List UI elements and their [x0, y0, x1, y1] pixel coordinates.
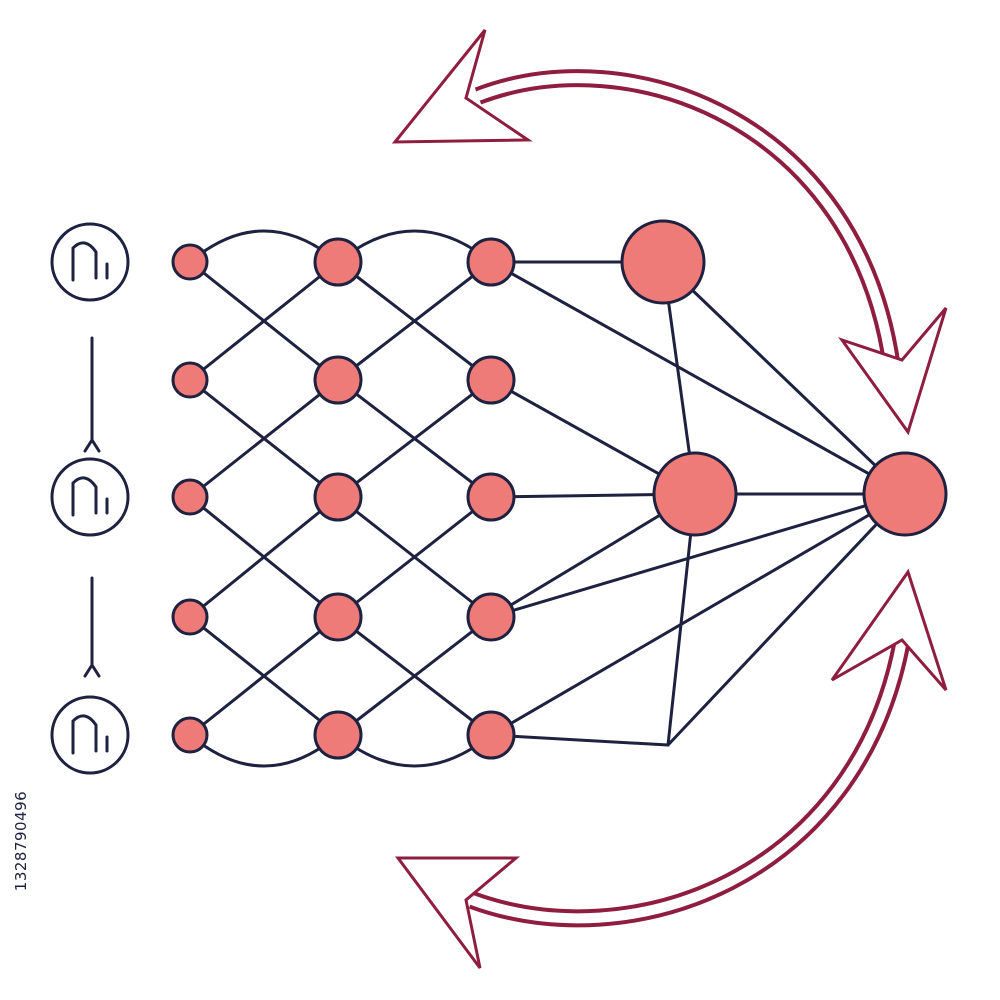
edge — [188, 495, 340, 619]
stock-id-label: 1328790496 — [12, 790, 30, 892]
double-outline-curved-arrow-icon — [830, 568, 948, 691]
double-outline-curved-arrow-icon — [395, 638, 911, 969]
layer2-node — [313, 237, 363, 287]
hidden-node — [620, 219, 706, 305]
network-nodes — [171, 219, 948, 760]
network-edges — [188, 229, 907, 768]
edge — [336, 378, 493, 499]
loop-head — [391, 29, 533, 144]
edge — [489, 492, 907, 619]
input-glyph-n — [71, 241, 98, 282]
layer1-node — [171, 243, 209, 281]
layer1-node — [171, 598, 209, 636]
edge — [188, 260, 340, 382]
layer2-node — [313, 472, 363, 522]
arrow-head — [83, 438, 101, 453]
edge — [489, 733, 670, 747]
loop-outline — [468, 638, 911, 928]
layer2-node — [313, 592, 363, 642]
edge — [661, 260, 907, 496]
loop-head — [395, 856, 521, 969]
loop-head — [838, 307, 948, 436]
up-arrow-icon — [83, 576, 101, 678]
arrow-head — [83, 663, 101, 678]
layer3-node — [466, 592, 516, 642]
edge — [489, 492, 907, 737]
input-circle — [50, 222, 130, 302]
input-glyph-n — [71, 714, 98, 755]
layer1-node — [171, 716, 209, 754]
layer3-node — [466, 355, 516, 405]
double-outline-curved-arrow-icon — [838, 307, 948, 436]
layer1-node — [171, 478, 209, 516]
input-circle — [50, 457, 130, 537]
input-circle — [50, 695, 130, 775]
edge — [336, 260, 493, 382]
feedback-arrows — [391, 29, 948, 969]
n-i-glyph-icon — [50, 457, 130, 537]
loop-head — [830, 568, 948, 691]
n-i-glyph-icon — [50, 695, 130, 775]
edge — [489, 260, 907, 496]
edge — [188, 615, 340, 737]
output-node — [862, 451, 948, 537]
layer3-node — [466, 237, 516, 287]
loop-outline — [474, 69, 901, 370]
hidden-node — [652, 451, 738, 537]
loop-inner — [476, 73, 897, 369]
n-i-glyph-icon — [50, 222, 130, 302]
loop-inner — [470, 639, 907, 924]
edge — [336, 495, 493, 619]
layer2-node — [313, 710, 363, 760]
layer3-node — [466, 710, 516, 760]
edge — [336, 615, 493, 737]
input-glyph-n — [71, 476, 98, 517]
edge — [188, 378, 340, 499]
edge — [666, 492, 907, 747]
layer2-node — [313, 355, 363, 405]
layer1-node — [171, 361, 209, 399]
layer3-node — [466, 472, 516, 522]
up-arrow-icon — [83, 336, 101, 453]
input-column — [50, 222, 130, 775]
double-outline-curved-arrow-icon — [391, 29, 901, 370]
